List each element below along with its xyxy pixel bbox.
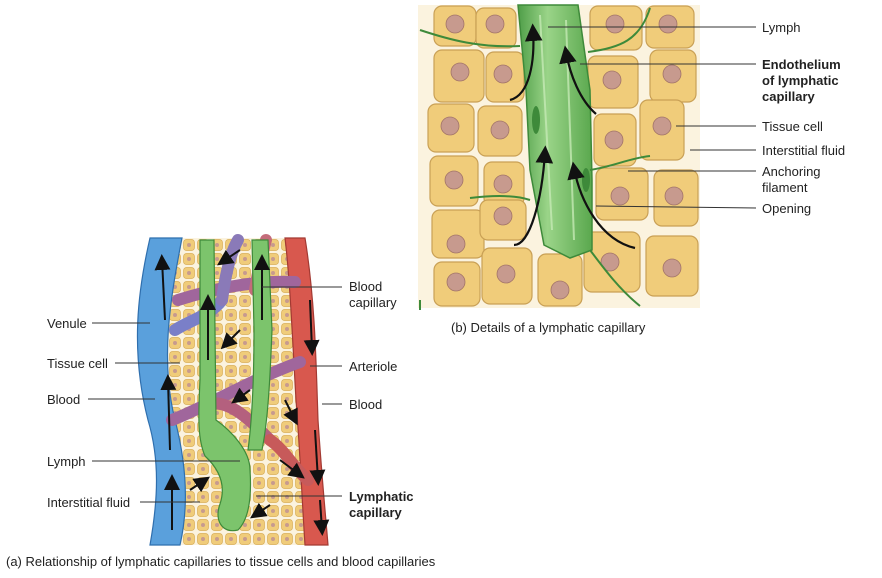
panel-a-overview [136, 234, 330, 546]
label-blood-capillary-2: capillary [349, 295, 397, 310]
label-tissue-cell-a: Tissue cell [47, 356, 108, 371]
label-blood-left: Blood [47, 392, 81, 407]
label-lymph-b: Lymph [762, 20, 801, 35]
label-interstitial-fluid-b: Interstitial fluid [762, 143, 846, 158]
flow-arrows-b [509, 23, 636, 250]
label-anchoring-2: filament [762, 180, 808, 195]
panel-b-detail [418, 4, 700, 310]
nuclei-b [440, 14, 684, 300]
flow-arrows-a [154, 249, 330, 536]
label-venule: Venule [47, 316, 87, 331]
label-tissue-cell-b: Tissue cell [762, 119, 823, 134]
anchoring-filaments-b [419, 7, 651, 310]
leader-lines-a [88, 286, 342, 503]
leader-lines-b [548, 26, 757, 209]
label-interstitial-fluid-a: Interstitial fluid [47, 495, 131, 510]
venule-a [136, 237, 187, 546]
caption-a: (a) Relationship of lymphatic capillarie… [6, 554, 436, 569]
label-lymphatic-capillary-1: Lymphatic [349, 489, 414, 504]
label-endothelium-1: Endothelium [762, 57, 841, 72]
label-blood-right: Blood [349, 397, 383, 412]
label-anchoring-1: Anchoring [762, 164, 821, 179]
caption-b: (b) Details of a lymphatic capillary [451, 320, 646, 335]
label-lymphatic-capillary-2: capillary [349, 505, 402, 520]
label-endothelium-2: of lymphatic [762, 73, 839, 88]
lymphatic-capillary-a [198, 239, 252, 532]
label-blood-capillary-1: Blood [349, 279, 383, 294]
label-endothelium-3: capillary [762, 89, 815, 104]
label-opening-b: Opening [762, 201, 812, 216]
label-lymph-a: Lymph [47, 454, 86, 469]
lymphatic-branch-a [247, 239, 273, 451]
lymphatic-capillary-b [517, 4, 593, 259]
label-arteriole: Arteriole [349, 359, 398, 374]
